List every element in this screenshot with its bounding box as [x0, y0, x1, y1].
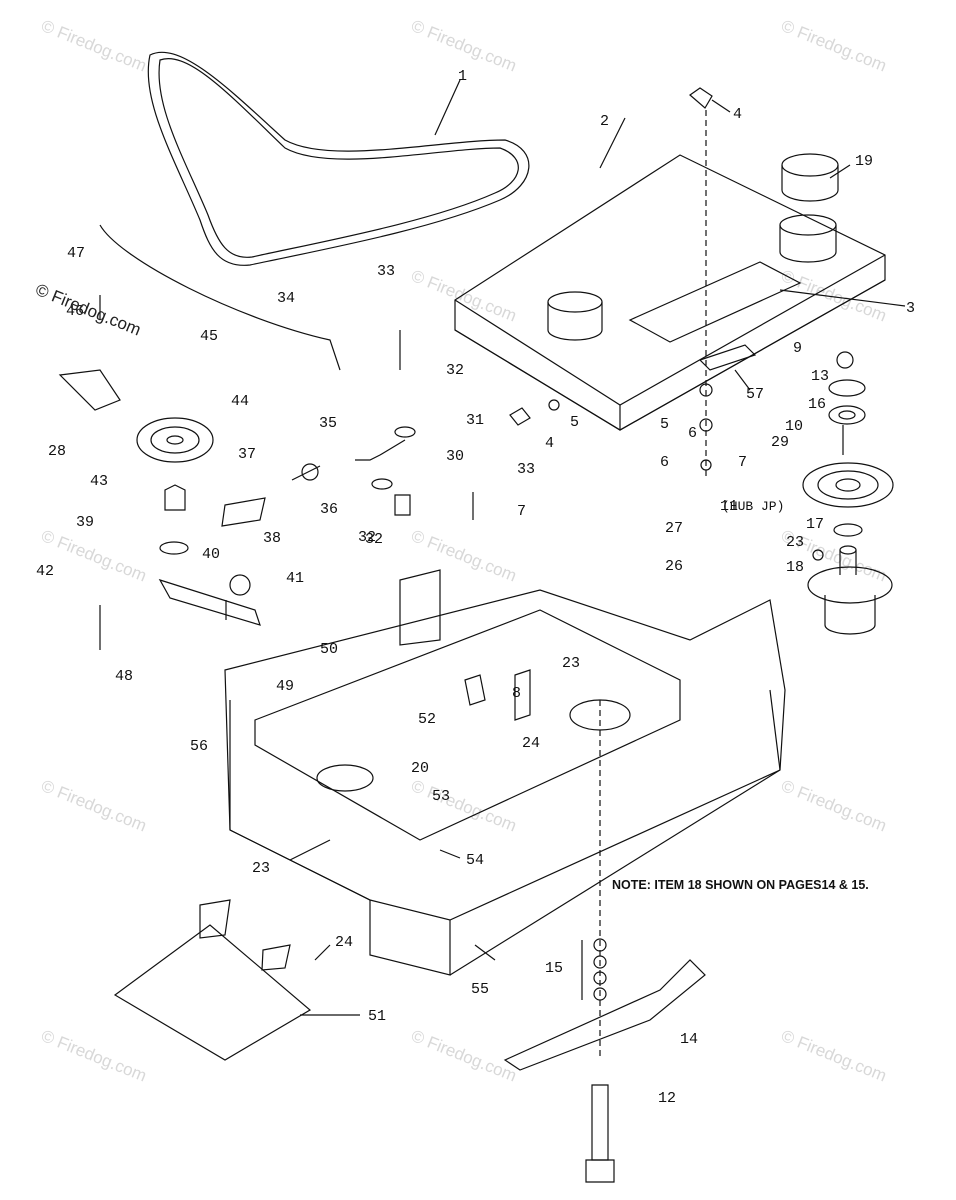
- callout-label-23: 23: [252, 860, 270, 877]
- callout-label-26: 26: [665, 558, 683, 575]
- callout-label-23: 23: [562, 655, 580, 672]
- callout-label-54: 54: [466, 852, 484, 869]
- callout-label-35: 35: [319, 415, 337, 432]
- watermark-text: © Firedog.com: [39, 16, 150, 75]
- callout-label-11: 11: [720, 498, 738, 515]
- callout-label-3: 3: [906, 300, 915, 317]
- parts-drawing: [58, 51, 906, 1183]
- callout-label-44: 44: [231, 393, 249, 410]
- callout-label-33: 33: [377, 263, 395, 280]
- callout-label-17: 17: [806, 516, 824, 533]
- callout-label-29: 29: [771, 434, 789, 451]
- callout-label-43: 43: [90, 473, 108, 490]
- callout-label-10: 10: [785, 418, 803, 435]
- blade-part: [503, 959, 706, 1071]
- callout-label-49: 49: [276, 678, 294, 695]
- callout-label-8: 8: [512, 685, 521, 702]
- callout-label-24: 24: [522, 735, 540, 752]
- callout-label-38: 38: [263, 530, 281, 547]
- callout-label-32: 32: [446, 362, 464, 379]
- callout-label-18: 18: [786, 559, 804, 576]
- watermark-text: © Firedog.com: [409, 16, 520, 75]
- callout-label-46: 46: [66, 303, 84, 320]
- callout-label-27: 27: [665, 520, 683, 537]
- watermark-text: © Firedog.com: [779, 1026, 890, 1085]
- discharge-guard-part: [113, 924, 312, 1061]
- callout-label-47: 47: [67, 245, 85, 262]
- tensioner-arm-part: [158, 578, 261, 626]
- watermark-text: © Firedog.com: [409, 1026, 520, 1085]
- callout-label-4: 4: [545, 435, 554, 452]
- callout-label-5: 5: [660, 416, 669, 433]
- watermark-text: © Firedog.com: [779, 16, 890, 75]
- callout-label-1: 1: [458, 68, 467, 85]
- note-text: NOTE: ITEM 18 SHOWN ON PAGES14 & 15.: [612, 878, 869, 892]
- callout-label-6: 6: [688, 425, 697, 442]
- callout-label-4: 4: [733, 106, 742, 123]
- callout-label-56: 56: [190, 738, 208, 755]
- callout-label-9: 9: [793, 340, 802, 357]
- callout-label-50: 50: [320, 641, 338, 658]
- callout-label-51: 51: [368, 1008, 386, 1025]
- watermark-text: © Firedog.com: [409, 526, 520, 585]
- callout-label-28: 28: [48, 443, 66, 460]
- callout-label-30: 30: [446, 448, 464, 465]
- watermark-text: © Firedog.com: [39, 776, 150, 835]
- callout-label-7: 7: [517, 503, 526, 520]
- callout-label-13: 13: [811, 368, 829, 385]
- callout-label-32: 32: [358, 529, 376, 546]
- hub-label: (HUB JP): [722, 499, 784, 514]
- callout-label-48: 48: [115, 668, 133, 685]
- watermark-layer: © Firedog.com © Firedog.com © Firedog.com ©…: [39, 16, 890, 1085]
- callout-label-20: 20: [411, 760, 429, 777]
- callout-label-32: 32: [365, 531, 383, 548]
- callout-label-55: 55: [471, 981, 489, 998]
- callout-label-12: 12: [658, 1090, 676, 1107]
- callout-label-24: 24: [335, 934, 353, 951]
- callout-label-53: 53: [432, 788, 450, 805]
- callout-label-33: 33: [517, 461, 535, 478]
- watermark-text: © Firedog.com: [779, 776, 890, 835]
- callout-label-6: 6: [660, 454, 669, 471]
- deck-housing-part: [224, 589, 786, 921]
- callout-label-16: 16: [808, 396, 826, 413]
- callout-label-45: 45: [200, 328, 218, 345]
- callout-label-42: 42: [36, 563, 54, 580]
- callout-label-19: 19: [855, 153, 873, 170]
- callout-label-36: 36: [320, 501, 338, 518]
- callout-label-5: 5: [570, 414, 579, 431]
- watermark-text: © Firedog.com: [39, 526, 150, 585]
- callout-label-34: 34: [277, 290, 295, 307]
- callout-label-57: 57: [746, 386, 764, 403]
- callout-label-23: 23: [786, 534, 804, 551]
- callout-label-14: 14: [680, 1031, 698, 1048]
- callout-label-31: 31: [466, 412, 484, 429]
- callout-label-2: 2: [600, 113, 609, 130]
- callout-label-37: 37: [238, 446, 256, 463]
- callout-label-15: 15: [545, 960, 563, 977]
- callout-label-39: 39: [76, 514, 94, 531]
- callout-label-40: 40: [202, 546, 220, 563]
- callout-label-52: 52: [418, 711, 436, 728]
- watermark-text: © Firedog.com: [39, 1026, 150, 1085]
- watermark-text: © Firedog.com: [779, 266, 890, 325]
- callout-label-7: 7: [738, 454, 747, 471]
- watermark-text: © Firedog.com: [409, 266, 520, 325]
- watermark-text: © Firedog.com: [409, 776, 520, 835]
- callout-label-41: 41: [286, 570, 304, 587]
- belt-part: [147, 51, 530, 266]
